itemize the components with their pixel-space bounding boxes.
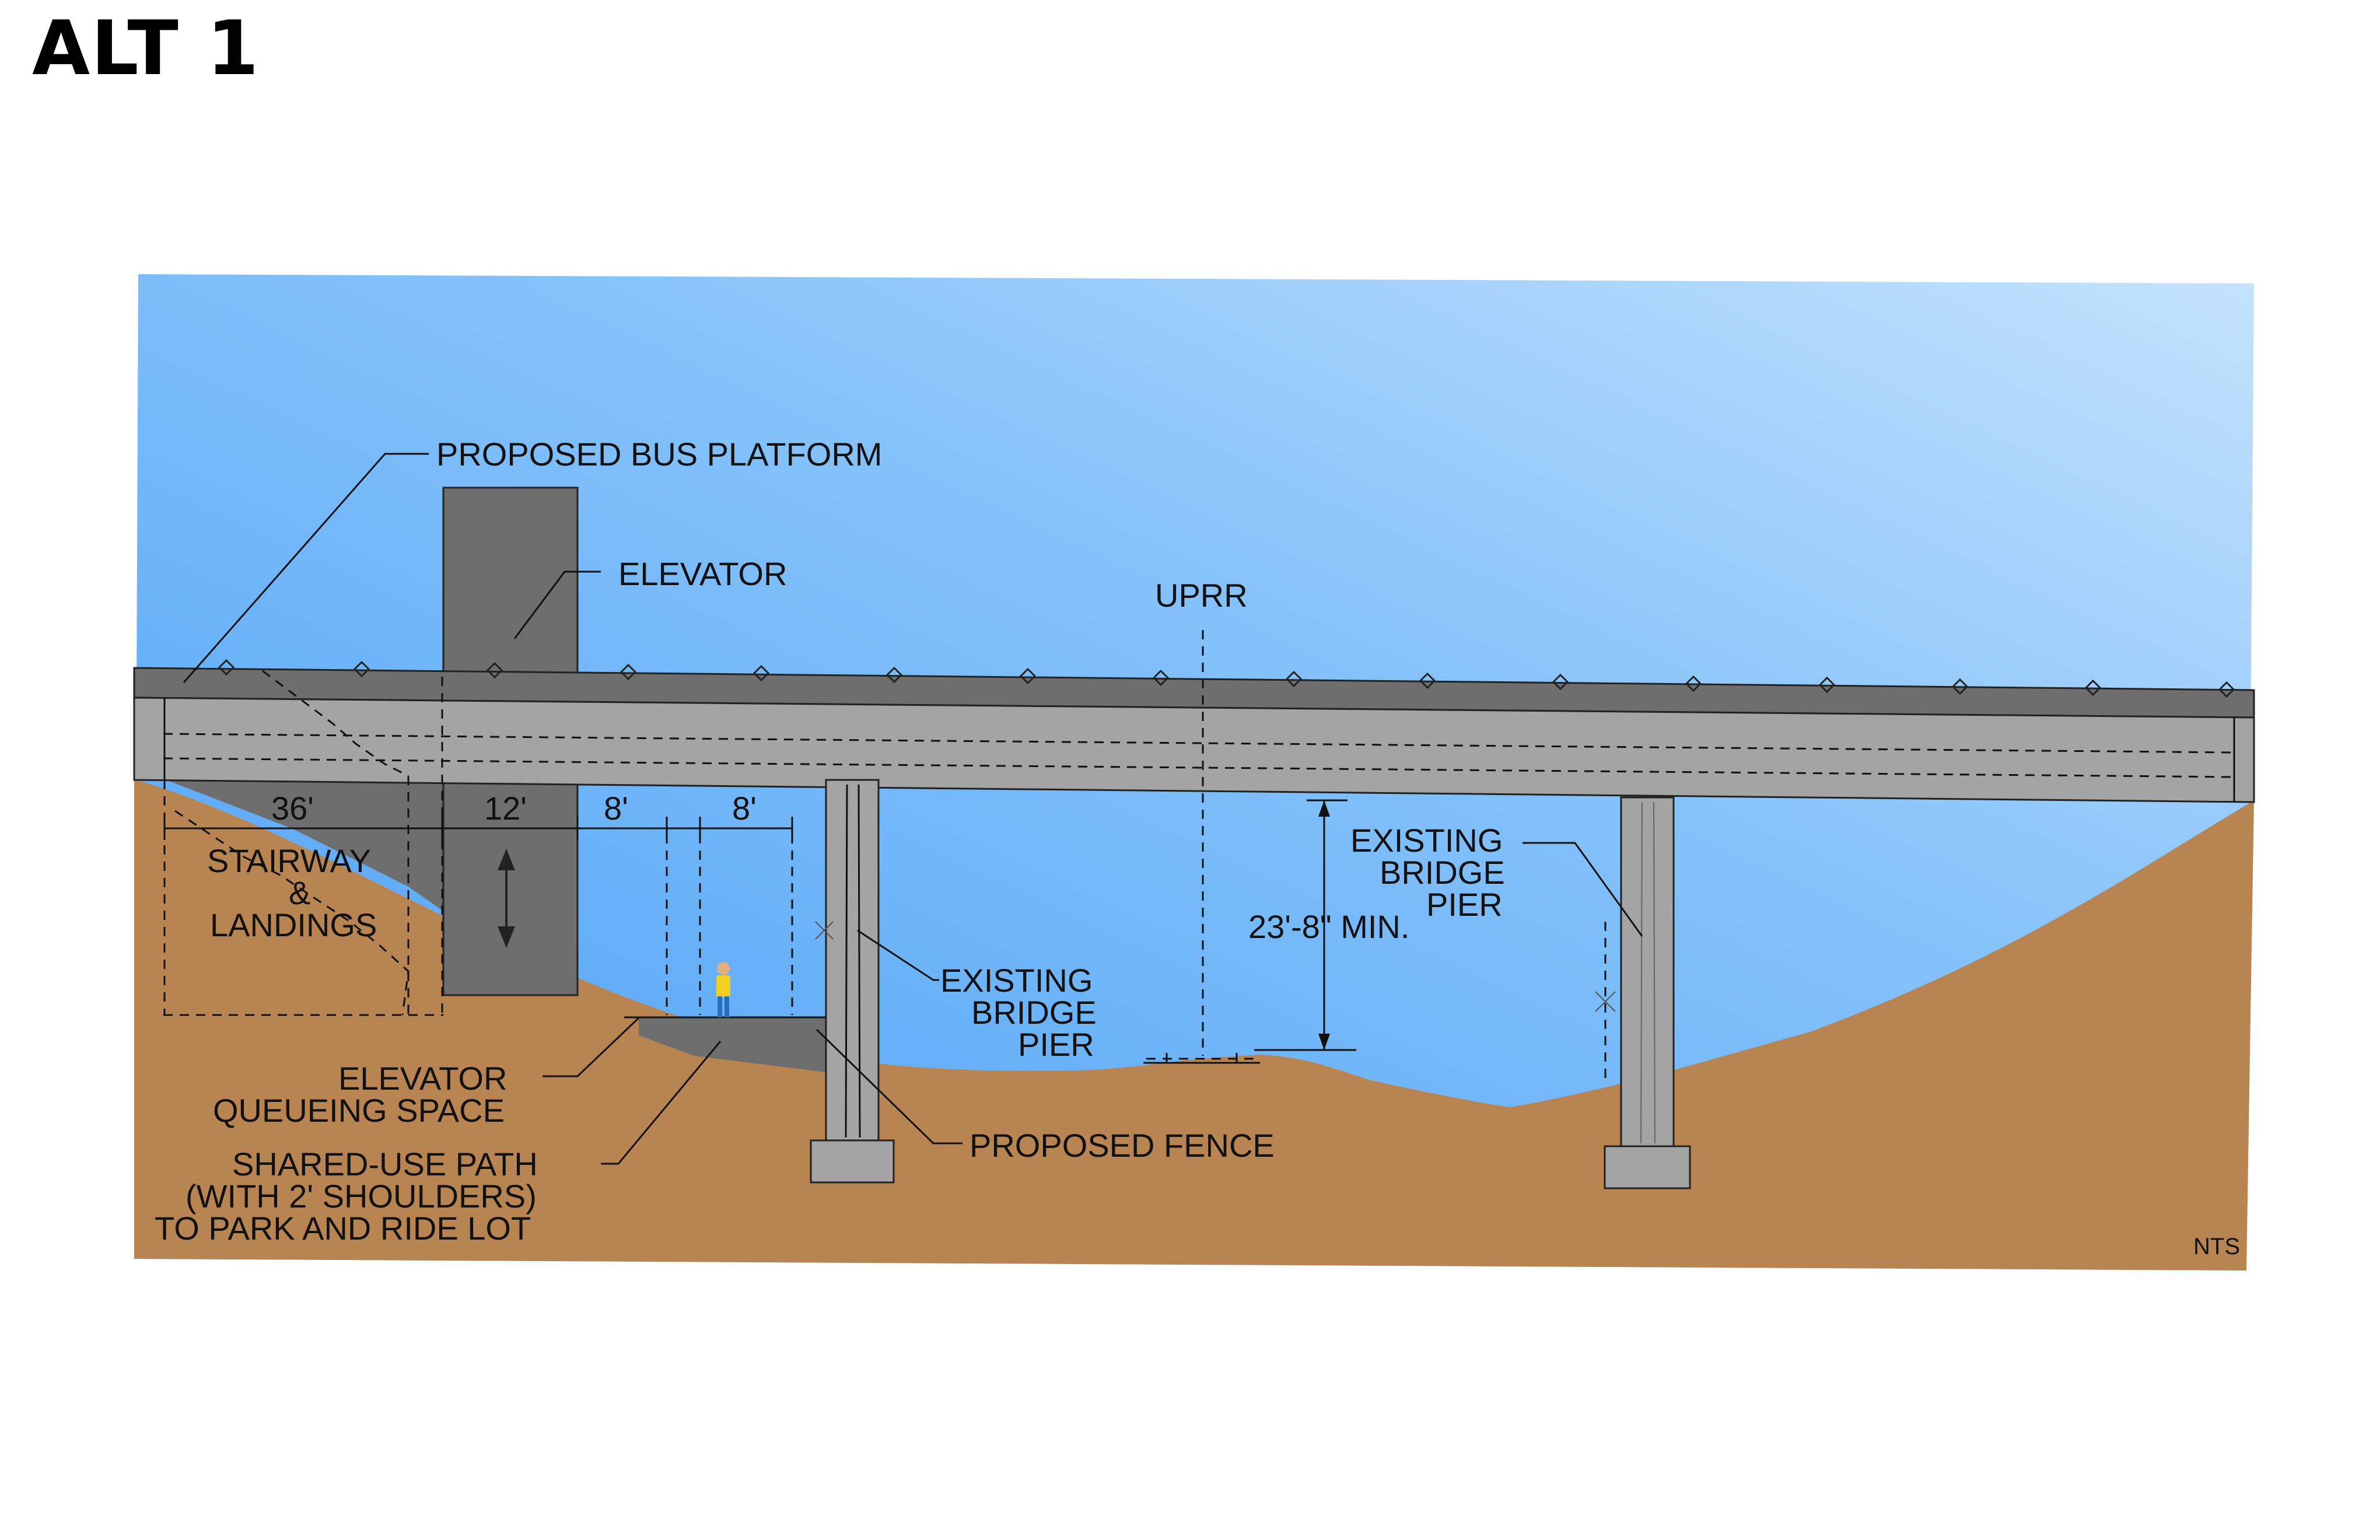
- label-path-line3: TO PARK AND RIDE LOT: [155, 1210, 531, 1247]
- label-stairway-line3: LANDINGS: [210, 907, 377, 943]
- label-bus-platform: PROPOSED BUS PLATFORM: [436, 436, 882, 473]
- leader-lines: [183, 453, 1643, 1165]
- label-path-line2: (WITH 2' SHOULDERS): [186, 1178, 537, 1214]
- horizontal-dimensions: [163, 817, 793, 840]
- label-elevator: ELEVATOR: [618, 555, 787, 592]
- label-nts: NTS: [2193, 1234, 2240, 1259]
- label-path-line1: SHARED-USE PATH: [232, 1146, 538, 1182]
- label-pier-right-line3: PIER: [1426, 886, 1503, 923]
- dim-path-width: 8': [732, 790, 757, 827]
- dim-stair-width: 36': [271, 790, 314, 827]
- label-queue-line2: QUEUEING SPACE: [213, 1092, 505, 1129]
- right-bridge-pier: [1595, 796, 1691, 1189]
- label-pier-right-line1: EXISTING: [1350, 822, 1503, 859]
- shared-use-path-slab: [639, 1018, 825, 1072]
- label-stairway-line2: &: [289, 874, 310, 911]
- page-title: ALT 1: [32, 5, 260, 92]
- proposed-fence: [1143, 1053, 1260, 1064]
- ground-embankment: [134, 779, 2254, 1270]
- label-queue-line1: ELEVATOR: [338, 1060, 507, 1097]
- bridge-girder: [133, 696, 2255, 803]
- label-pier-center-line1: EXISTING: [940, 962, 1093, 999]
- pedestrian-figure: [716, 962, 730, 1017]
- label-uprr: UPRR: [1155, 577, 1248, 614]
- label-proposed-fence: PROPOSED FENCE: [970, 1127, 1275, 1164]
- label-pier-center-line3: PIER: [1018, 1026, 1094, 1063]
- elevator-travel-arrow: [498, 848, 515, 949]
- label-clearance: 23'-8" MIN.: [1248, 908, 1409, 945]
- dim-queue-width: 8': [604, 790, 628, 827]
- label-pier-center-line2: BRIDGE: [971, 994, 1097, 1031]
- deck-markers: [218, 659, 2235, 698]
- label-stairway-line1: STAIRWAY: [207, 842, 371, 879]
- label-pier-right-line2: BRIDGE: [1380, 854, 1505, 891]
- dim-elevator-width: 12': [484, 790, 527, 827]
- clearance-dimension: [1254, 799, 1356, 1051]
